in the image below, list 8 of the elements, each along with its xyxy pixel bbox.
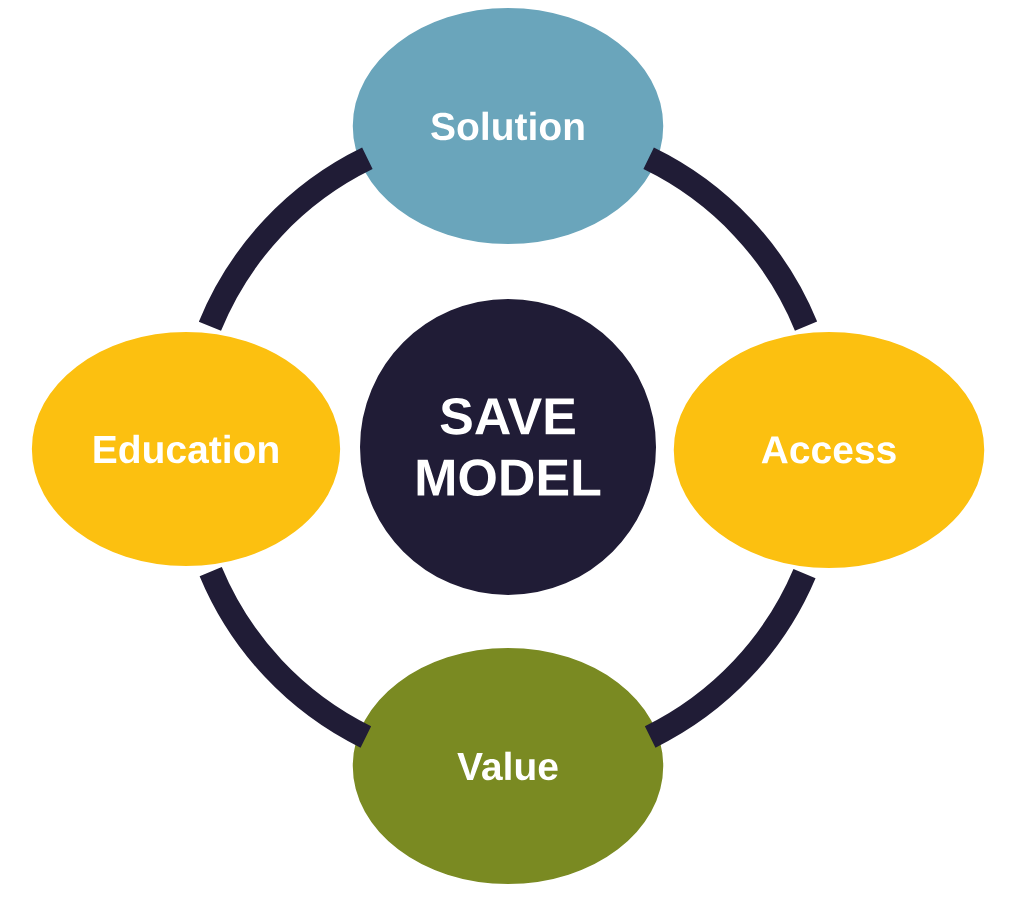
- ring-arc: [198, 147, 373, 332]
- ring-arc: [643, 147, 817, 331]
- ring-arc: [644, 568, 816, 748]
- ring-arc: [199, 566, 372, 748]
- ellipse-node: Solution: [349, 5, 667, 247]
- ellipse-node: Value: [349, 645, 667, 887]
- ellipse-node: Access: [670, 329, 988, 571]
- ellipse-node: Education: [28, 329, 344, 569]
